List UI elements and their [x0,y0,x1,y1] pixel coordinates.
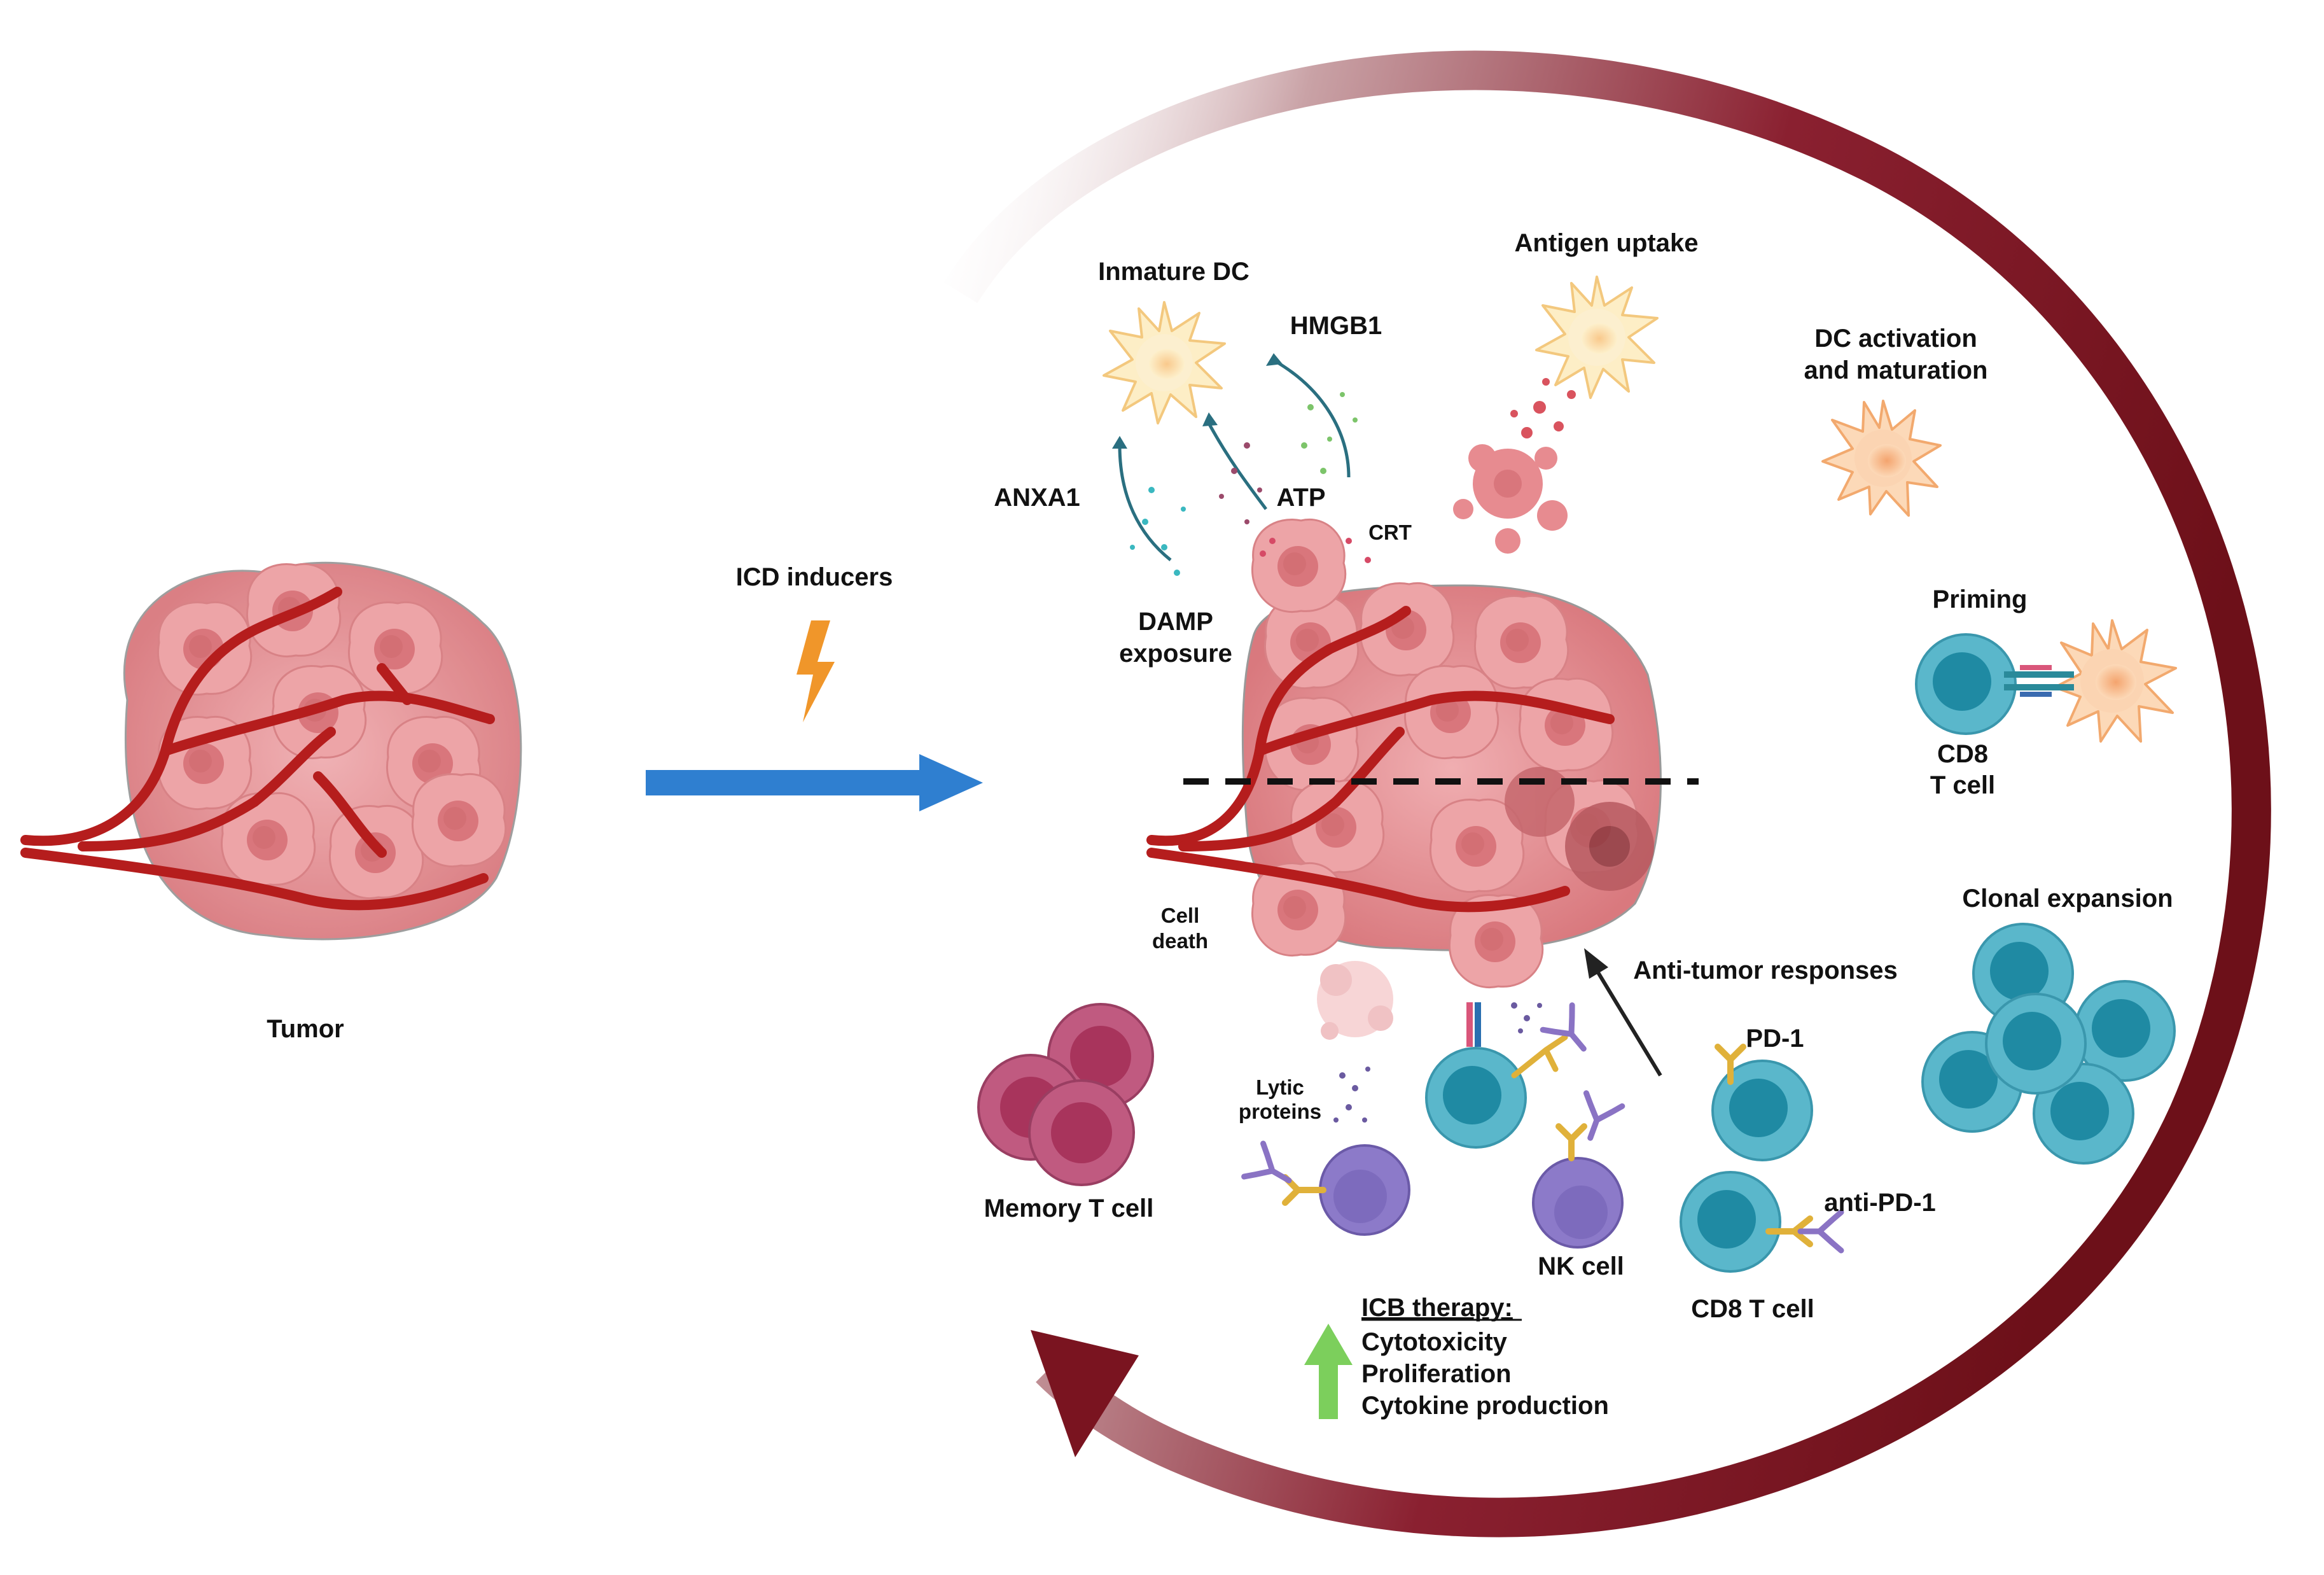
dc-activation-label-1: DC activation [1814,325,1977,353]
priming-label: Priming [1933,585,2028,613]
cycle-arrow-head [1031,1330,1139,1457]
cd8-tcell-tumor-contact [1425,1002,1598,1149]
anti-pd1-label: anti-PD-1 [1824,1189,1936,1217]
cd8-priming-label-1: CD8 [1937,740,1988,768]
damp-label-1: DAMP [1138,608,1213,636]
cytokine-production-label: Cytokine production [1361,1392,1609,1420]
damp-arrows [1118,358,1351,561]
nk-cell-label: NK cell [1538,1252,1624,1280]
hmgb1-label: HMGB1 [1290,312,1382,340]
inmature-dc-label: Inmature DC [1098,258,1249,286]
cd8-tcell-label: CD8 T cell [1691,1295,1814,1323]
cell-death-label-1: Cell [1161,904,1200,927]
tumor-label: Tumor [267,1015,344,1043]
antigen-uptake-dc-cell [1535,276,1659,399]
atp-label: ATP [1276,484,1325,512]
clonal-expansion-cells [1921,923,2176,1165]
anti-tumor-responses-label: Anti-tumor responses [1633,956,1898,984]
antigen-uptake-label: Antigen uptake [1515,229,1699,257]
crt-label: CRT [1368,521,1412,544]
tumor-center [1146,378,1662,1040]
lightning-icon [797,620,835,722]
damp-label-2: exposure [1119,640,1232,668]
damp-particles [1130,392,1358,576]
lytic-protein-particles [1333,1002,1542,1123]
icb-therapy-label: ICB therapy: [1361,1294,1513,1322]
cell-death-label-2: death [1152,929,1208,953]
blood-vessels-center [1146,606,1615,913]
mature-dc-cell [1821,400,1942,517]
proliferation-label: Proliferation [1361,1360,1512,1388]
anxa1-label: ANXA1 [994,484,1080,512]
nk-cell-lytic [1244,1144,1410,1236]
anti-tumor-arrow [1584,948,1662,1077]
lytic-proteins-label-1: Lytic [1256,1075,1304,1099]
inmature-dc-cell [1103,301,1226,424]
nk-cell [1532,1093,1622,1249]
lytic-proteins-label-2: proteins [1239,1100,1321,1123]
cd8-tcell-antipd1 [1680,1171,1841,1273]
clonal-expansion-label: Clonal expansion [1962,885,2173,913]
blood-vessels-left [20,587,495,911]
pd1-tcell [1711,1044,1813,1161]
tumor-left [20,561,522,941]
memory-tcell-group [977,1003,1154,1186]
cytotoxicity-label: Cytotoxicity [1361,1328,1508,1356]
cycle-arrow [943,50,2271,1537]
pd1-label: PD-1 [1746,1025,1804,1053]
cd8-priming-label-2: T cell [1930,771,1995,799]
dc-activation-label-2: and maturation [1804,356,1988,384]
up-arrow-icon [1304,1324,1353,1419]
inducer-arrow [646,754,983,811]
priming-group [1915,619,2177,743]
icd-inducers-label: ICD inducers [736,563,893,591]
memory-tcell-label: Memory T cell [984,1194,1154,1222]
